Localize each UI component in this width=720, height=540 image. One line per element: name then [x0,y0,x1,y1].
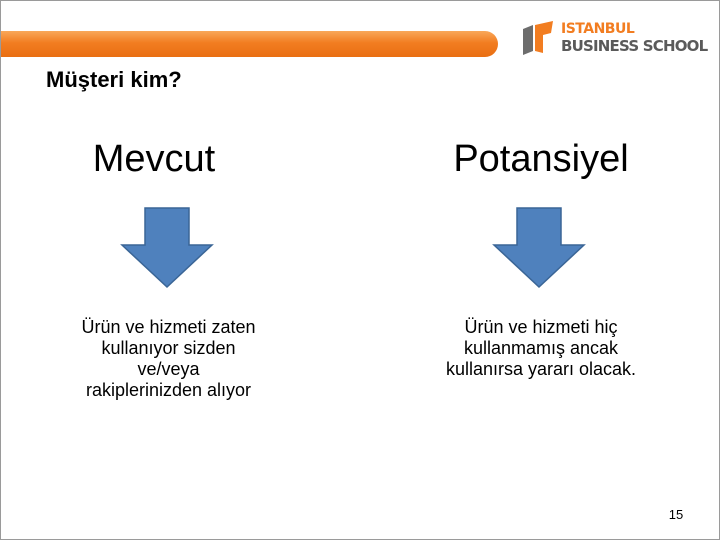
istanbul-business-school-logo: ISTANBUL BUSINESS SCHOOL [521,19,708,61]
column-text-current: Ürün ve hizmeti zaten kullanıyor sizden … [81,317,256,400]
logo-mark-icon [523,21,553,55]
down-arrow-icon [120,207,214,289]
down-arrow-icon [492,207,586,289]
page-number: 15 [668,507,684,522]
logo-text-istanbul: ISTANBUL [561,21,635,37]
slide-title: Müşteri kim? [46,67,182,92]
column-heading-potential: Potansiyel [453,138,629,180]
header-orange-bar [1,31,498,57]
column-heading-current: Mevcut [92,138,216,180]
logo-text-business-school: BUSINESS SCHOOL [561,37,708,55]
column-text-potential: Ürün ve hizmeti hiç kullanmamış ancak ku… [445,317,637,379]
